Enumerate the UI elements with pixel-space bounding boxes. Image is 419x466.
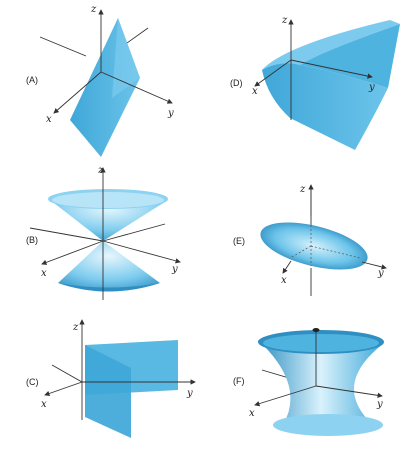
axis-y-label: y (376, 399, 383, 410)
axis-y-label: y (368, 82, 375, 93)
axis-y (102, 240, 181, 264)
axis-x (44, 381, 83, 397)
axis-x-label: x (249, 408, 255, 419)
panel-d: (D) z x y (230, 15, 400, 151)
ellipsoid (260, 222, 368, 270)
panel-a-label: (A) (26, 75, 38, 85)
axis-x (254, 59, 292, 87)
axis-y-label: y (167, 108, 174, 119)
axis-x-label: x (281, 275, 287, 286)
plane-highlight (112, 18, 140, 98)
panel-a: (A) z x y (26, 4, 174, 157)
axis-z-label: z (299, 184, 306, 195)
axis-y (290, 59, 373, 79)
axis-x-label: x (252, 86, 258, 97)
hyperboloid-top-inner (263, 334, 379, 352)
hyperboloid-bottom-rim (273, 414, 383, 436)
axis-y (315, 385, 383, 398)
panel-e: (E) z x y (233, 184, 387, 296)
axis-y-hidden (310, 245, 361, 259)
axis-y-back (102, 223, 166, 242)
axis-x-back (29, 227, 104, 242)
axis-y (361, 261, 387, 270)
panel-b-label: (B) (26, 235, 38, 245)
hyperboloid-body (258, 340, 384, 425)
axis-y-label: y (186, 388, 193, 399)
sheet-top (262, 20, 400, 70)
panel-b: (B) z x y (26, 165, 181, 300)
sheet-back (300, 24, 400, 88)
axis-x-label: x (41, 268, 47, 279)
panel-d-label: (D) (230, 78, 243, 88)
sheet-main (262, 63, 388, 151)
axis-y-label: y (171, 264, 178, 275)
axis-x (41, 240, 104, 265)
panel-f: (F) x y (233, 328, 384, 436)
cone-lower-rim (58, 283, 160, 292)
panel-f-label: (F) (233, 376, 245, 386)
axis-z-label: z (90, 4, 97, 15)
axis-z-label: z (72, 322, 79, 333)
axis-z-label: z (97, 165, 104, 176)
panel-c: (C) z x y (26, 319, 196, 438)
cone-lower (58, 241, 160, 292)
panel-e-label: (E) (233, 236, 245, 246)
axis-x-label: x (41, 399, 47, 410)
axis-y-label: y (377, 268, 384, 279)
axis-x (53, 71, 102, 114)
axis-x (254, 385, 317, 407)
plane-front (85, 345, 131, 438)
axis-x (282, 260, 292, 274)
cone-upper-inner (52, 192, 164, 208)
axis-z-label: z (281, 15, 288, 26)
panel-c-label: (C) (26, 377, 39, 387)
axis-x-hidden (289, 245, 312, 259)
axis-y (100, 71, 173, 104)
axis-x-label: x (46, 114, 52, 125)
axis-z-tip (312, 328, 320, 332)
plane-surface (70, 18, 140, 157)
axis-x-back (39, 36, 87, 57)
axis-x-back (51, 364, 83, 383)
